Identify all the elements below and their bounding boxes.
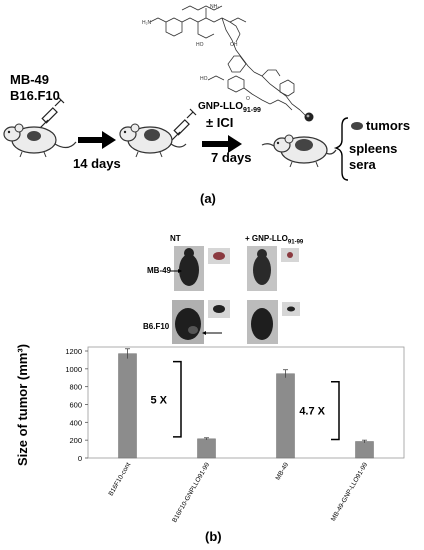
step1-label: 14 days — [73, 156, 121, 171]
svg-text:OH: OH — [230, 42, 238, 48]
tumor-icon — [351, 122, 363, 130]
bar — [276, 373, 295, 459]
cell-line-b16f10: B16.F10 — [10, 88, 60, 103]
treatment-subscript: 91-99 — [243, 107, 261, 114]
bar — [355, 441, 374, 459]
photo-treated-b16 — [247, 300, 278, 344]
chart-y-axis-label: Size of tumor (mm³) — [15, 343, 30, 467]
arrow-icon — [202, 135, 242, 153]
step2-label: 7 days — [211, 150, 252, 165]
photo-treated-mb49-tumor — [281, 248, 299, 262]
svg-text:NH₂: NH₂ — [210, 4, 219, 10]
x-tick-label: B16F10-cont — [108, 461, 133, 497]
y-tick-label: 1200 — [65, 347, 82, 356]
photo-nt-b16-tumor — [208, 300, 230, 318]
photo-treated-b16-tumor — [282, 302, 300, 316]
output-sera: sera — [349, 157, 376, 172]
x-tick-label: MB-49 — [275, 461, 291, 481]
molecule-structure — [149, 5, 307, 117]
y-tick-label: 0 — [78, 454, 82, 463]
y-tick-label: 1000 — [65, 365, 82, 374]
photo-nt-b16 — [172, 300, 204, 344]
fold-change-label: 4.7 X — [299, 406, 325, 418]
y-tick-label: 400 — [69, 418, 82, 427]
photo-col-treated-sub: 91-99 — [287, 239, 304, 246]
svg-text:HO: HO — [196, 42, 204, 48]
photo-col-treated-name: + GNP-LLO — [245, 234, 288, 243]
mouse-icon — [119, 123, 187, 158]
arrow-icon — [78, 131, 116, 149]
gold-nanoparticle-icon — [304, 112, 314, 122]
y-tick-label: 200 — [69, 436, 82, 445]
photo-row-b16: B6.F10 — [143, 322, 170, 331]
svg-text:HO: HO — [200, 76, 208, 82]
fold-change-bracket — [331, 380, 340, 441]
x-tick-label: MB-49-GNP-LLO91-99 — [330, 461, 369, 522]
output-spleens: spleens — [349, 141, 398, 156]
bar — [197, 438, 216, 459]
y-tick-label: 800 — [69, 383, 82, 392]
mouse-icon — [261, 134, 337, 168]
cell-line-mb49: MB-49 — [10, 72, 50, 87]
photo-nt-mb49 — [174, 246, 204, 291]
mouse-icon — [3, 123, 77, 158]
output-brace — [333, 117, 349, 181]
treatment-name: GNP-LLO — [198, 101, 243, 112]
photo-col-treated: + GNP-LLO91-99 — [245, 234, 303, 246]
fold-change-label: 5 X — [150, 394, 167, 406]
photo-treated-mb49 — [247, 246, 277, 291]
x-tick-label: B16F10-GNPLLO91-99 — [171, 461, 211, 524]
chart-plot-area — [87, 346, 405, 459]
workflow-diagram: H₂N NH₂ HO OH HO O — [3, 4, 363, 181]
molecule-atoms: H₂N NH₂ HO OH HO O — [142, 4, 250, 102]
bar — [118, 353, 137, 459]
photo-nt-mb49-tumor — [208, 248, 230, 264]
output-tumors: tumors — [366, 118, 411, 133]
y-tick-label: 600 — [69, 401, 82, 410]
fold-change-bracket — [173, 360, 182, 438]
syringe-icon — [171, 108, 197, 141]
svg-text:H₂N: H₂N — [142, 20, 152, 26]
photo-col-nt: NT — [170, 234, 181, 243]
caption-a: (a) — [200, 191, 216, 206]
syringe-icon — [39, 96, 65, 129]
treatment-label: GNP-LLO91-99 — [198, 101, 261, 114]
ici-label: ± ICI — [206, 115, 234, 130]
photo-row-mb49: MB-49 — [147, 266, 172, 275]
svg-text:O: O — [246, 96, 250, 102]
caption-b: (b) — [205, 529, 222, 544]
